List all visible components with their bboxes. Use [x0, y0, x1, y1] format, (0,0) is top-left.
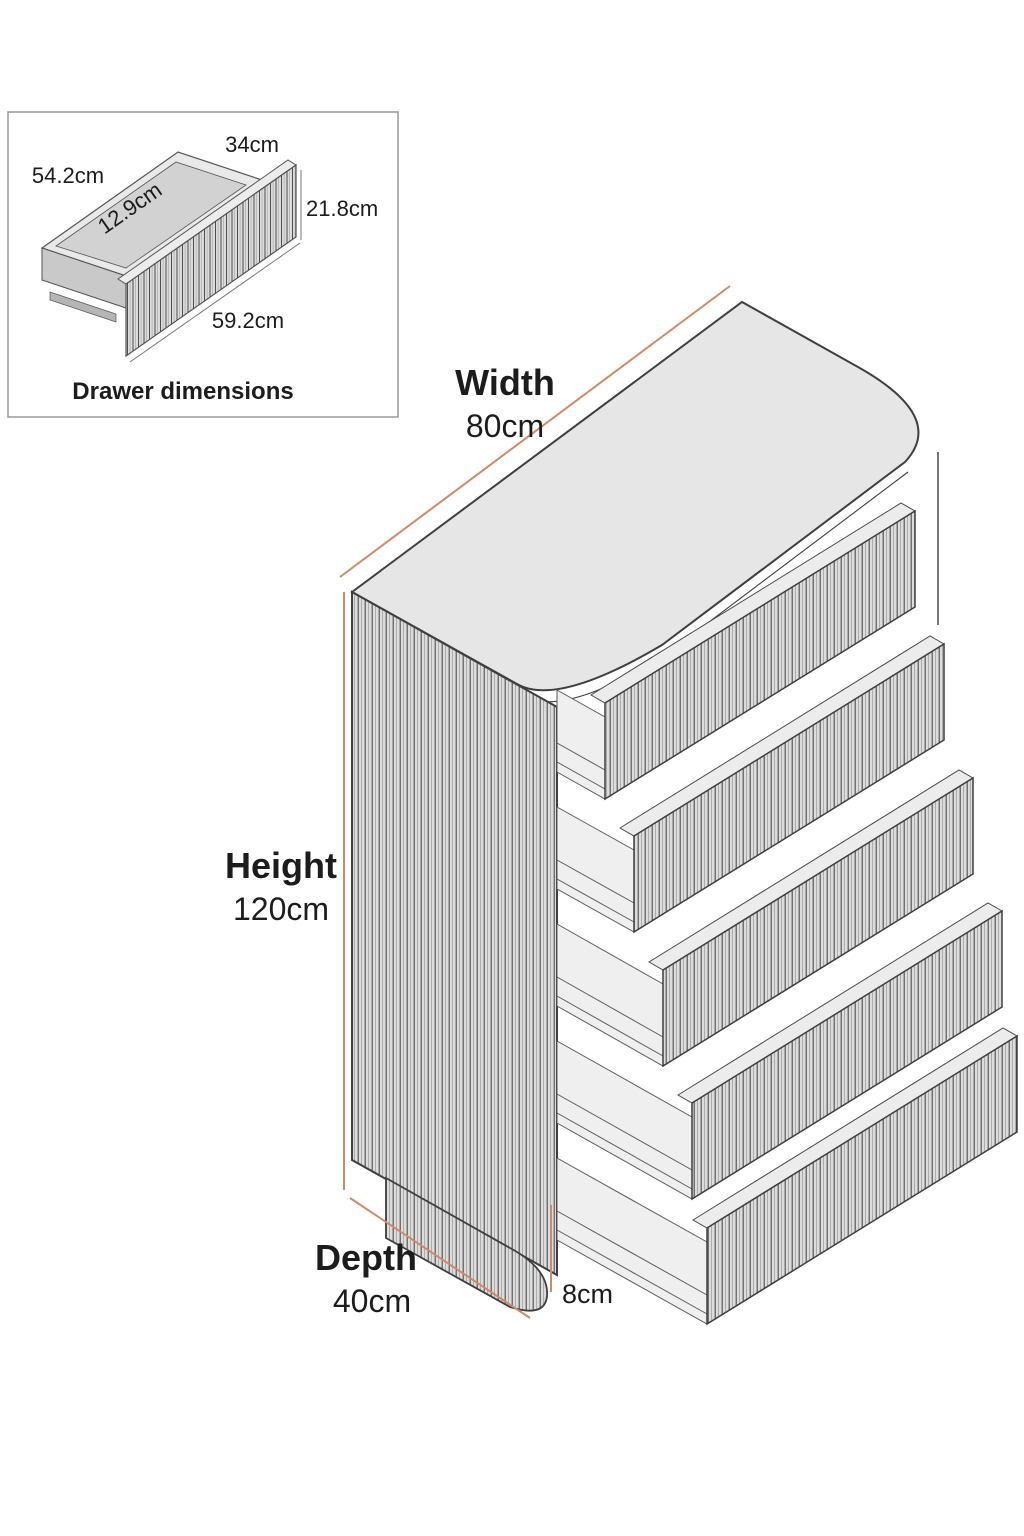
drawer-front-height-value: 21.8cm [306, 196, 378, 221]
cabinet-top-surface [350, 300, 920, 692]
drawer-runner [556, 859, 635, 904]
drawer-runner [556, 742, 606, 771]
drawer-top-width-value: 34cm [225, 132, 279, 157]
drawer-runner [556, 878, 635, 923]
drawer-tray-interior [55, 161, 247, 269]
front-width-leader-line [129, 242, 301, 363]
width-value: 80cm [466, 408, 544, 444]
drawer-front [691, 909, 1003, 1201]
drawer-runner [556, 1210, 708, 1296]
drawer-2 [556, 635, 945, 934]
drawer-4 [556, 902, 1003, 1201]
drawer-runner [556, 1229, 708, 1315]
drawer-1 [556, 502, 916, 801]
drawer-3 [556, 769, 974, 1068]
drawer-front-fluted-panel [125, 163, 297, 358]
drawer-slide-rail [49, 291, 117, 323]
depth-value: 40cm [333, 1283, 411, 1319]
drawer-runner [556, 976, 664, 1038]
width-label: Width [455, 362, 555, 403]
drawer-box [556, 689, 606, 800]
drawer-runner [556, 995, 664, 1057]
plinth-height-value: 8cm [562, 1279, 613, 1309]
drawer-front [662, 776, 974, 1068]
drawer-inner-length-value: 54.2cm [32, 163, 104, 188]
height-label: Height [225, 845, 337, 886]
drawer-front [633, 642, 945, 934]
chest-illustration: Width 80cm Height 120cm Depth 40cm 8cm [225, 285, 1018, 1326]
drawer-runner [556, 1093, 693, 1171]
drawer-dimensions-inset: 34cm 54.2cm 12.9cm 21.8cm 59.2cm Drawer … [7, 111, 399, 418]
drawer-box [556, 806, 635, 933]
drawer-box [556, 923, 664, 1067]
depth-label: Depth [315, 1237, 417, 1278]
drawer-front [604, 509, 916, 801]
drawer-runner [556, 761, 606, 790]
drawer-front [706, 1034, 1018, 1326]
drawer-front-width-value: 59.2cm [212, 308, 284, 333]
drawer-runner [556, 1112, 693, 1190]
inset-caption: Drawer dimensions [72, 378, 293, 405]
dimension-line-depth [349, 1197, 531, 1319]
height-value: 120cm [233, 891, 329, 927]
drawer-5 [556, 1027, 1018, 1326]
cabinet-side-panel [351, 590, 558, 1277]
dimension-line-width [339, 285, 731, 578]
